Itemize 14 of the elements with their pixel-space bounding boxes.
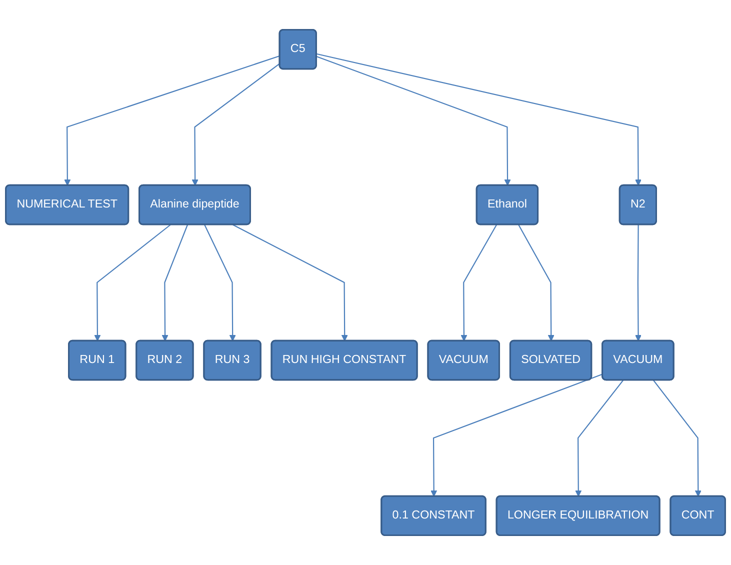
arrow <box>232 224 348 342</box>
arrow <box>652 380 702 497</box>
arrow <box>192 63 280 186</box>
arrow <box>316 56 511 186</box>
arrow <box>64 55 280 186</box>
arrow <box>162 224 188 342</box>
arrow <box>204 224 236 342</box>
arrow <box>635 224 642 342</box>
arrow <box>518 224 554 342</box>
arrow <box>94 224 171 342</box>
arrow <box>430 374 603 497</box>
arrow <box>575 380 624 497</box>
arrow <box>316 53 642 186</box>
arrow <box>460 224 498 342</box>
